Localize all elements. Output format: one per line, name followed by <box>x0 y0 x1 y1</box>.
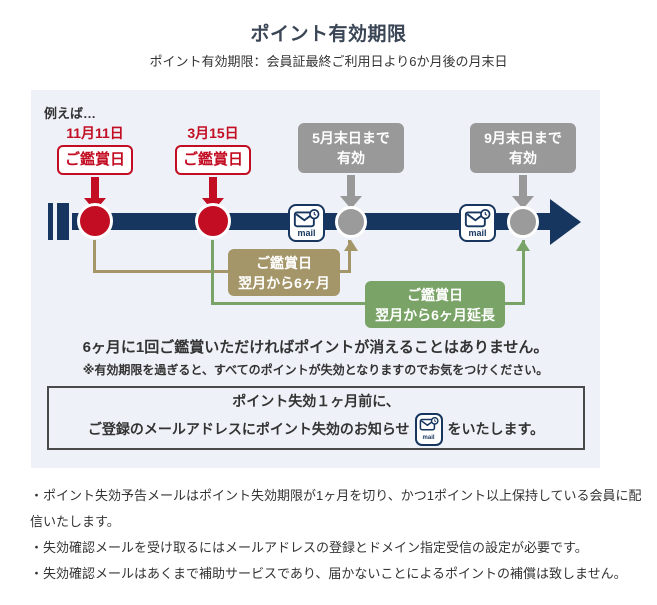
event2-viewing-day-box: ご鑑賞日 <box>175 145 251 175</box>
validity1-down-arrow-head <box>340 196 362 209</box>
event1-date: 11月11日 <box>66 125 124 141</box>
validity1-line1: 5月末日まで <box>312 130 390 146</box>
validity2-box: 9月末日まで 有効 <box>470 123 576 173</box>
six-month-bracket <box>93 240 351 273</box>
footnote-3: ・失効確認メールはあくまで補助サービスであり、届かないことによるポイントの補償は… <box>30 566 627 581</box>
mail-badge-1: mail <box>288 204 325 242</box>
validity2-line1: 9月末日まで <box>484 130 562 146</box>
six-month-span-line2: 翌月から6ヶ月 <box>238 275 330 292</box>
timeline-dot-expiry1 <box>335 206 367 238</box>
mail-badge-label: mail <box>297 227 316 238</box>
timeline-dot-event2 <box>195 203 231 239</box>
mail-clock-icon <box>464 208 491 228</box>
notice-line2: ご登録のメールアドレスにポイント失効のお知らせ mail をいたします。 <box>87 412 545 446</box>
expiry-notice-box: ポイント失効１ヶ月前に、 ご登録のメールアドレスにポイント失効のお知らせ mai… <box>47 386 585 450</box>
timeline-dot-event1 <box>77 203 113 239</box>
timeline-arrow-head <box>550 199 581 245</box>
example-label: 例えば… <box>44 106 97 121</box>
timeline-start-tick-2 <box>57 203 69 240</box>
footnote-1: ・ポイント失効予告メールはポイント失効期限が1ヶ月を切り、かつ1ポイント以上保持… <box>30 488 642 529</box>
notice-line1: ポイント失効１ヶ月前に、 <box>232 392 400 409</box>
mail-badge-2: mail <box>459 204 496 242</box>
event2-date: 3月15日 <box>187 125 239 141</box>
footnote-2: ・失効確認メールを受け取るにはメールアドレスの登録とドメイン指定受信の設定が必要… <box>30 540 588 555</box>
six-month-span-line1: ご鑑賞日 <box>256 255 312 271</box>
mail-badge-label: mail <box>422 435 435 441</box>
validity1-line2: 有効 <box>337 150 365 167</box>
six-month-span-box: ご鑑賞日 翌月から6ヶ月 <box>228 249 340 296</box>
caution-message: ※有効期限を過ぎると、すべてのポイントが失効となりますのでお気をつけください。 <box>82 363 549 377</box>
timeline-dot-expiry2 <box>507 206 539 238</box>
mail-clock-icon <box>419 416 439 434</box>
main-message: 6ヶ月に1回ご鑑賞いただければポイントが消えることはありません。 <box>82 339 549 356</box>
validity2-line2: 有効 <box>509 150 537 167</box>
mail-badge-label: mail <box>468 227 487 238</box>
event1-viewing-day-box: ご鑑賞日 <box>57 145 133 175</box>
extension-span-line1: ご鑑賞日 <box>407 287 463 303</box>
validity1-box: 5月末日まで 有効 <box>298 123 404 173</box>
notice-line2-before: ご登録のメールアドレスにポイント失効のお知らせ <box>87 421 410 437</box>
page-subtitle: ポイント有効期限：会員証最終ご利用日より6か月後の月末日 <box>149 54 508 69</box>
footnotes: ・ポイント失効予告メールはポイント失効期限が1ヶ月を切り、かつ1ポイント以上保持… <box>30 483 644 587</box>
mail-badge-inline: mail <box>414 412 443 446</box>
event2-down-arrow <box>209 177 217 199</box>
timeline-start-tick-1 <box>48 203 53 240</box>
page-title: ポイント有効期限 <box>250 24 407 45</box>
event1-down-arrow <box>91 177 99 199</box>
validity1-down-arrow <box>347 175 355 197</box>
validity2-down-arrow-head <box>512 196 534 209</box>
notice-line2-after: をいたします。 <box>447 421 545 437</box>
validity2-down-arrow <box>519 175 527 197</box>
extension-span-box: ご鑑賞日 翌月から6ヶ月延長 <box>365 281 505 328</box>
extension-span-line2: 翌月から6ヶ月延長 <box>375 307 495 324</box>
mail-clock-icon <box>293 208 320 228</box>
extension-bracket-arrow-head <box>516 240 530 251</box>
point-expiry-diagram: 例えば… 11月11日 ご鑑賞日 3月15日 ご鑑賞日 5月末日まで 有効 9月… <box>31 90 600 468</box>
six-month-bracket-arrow-head <box>344 240 358 251</box>
